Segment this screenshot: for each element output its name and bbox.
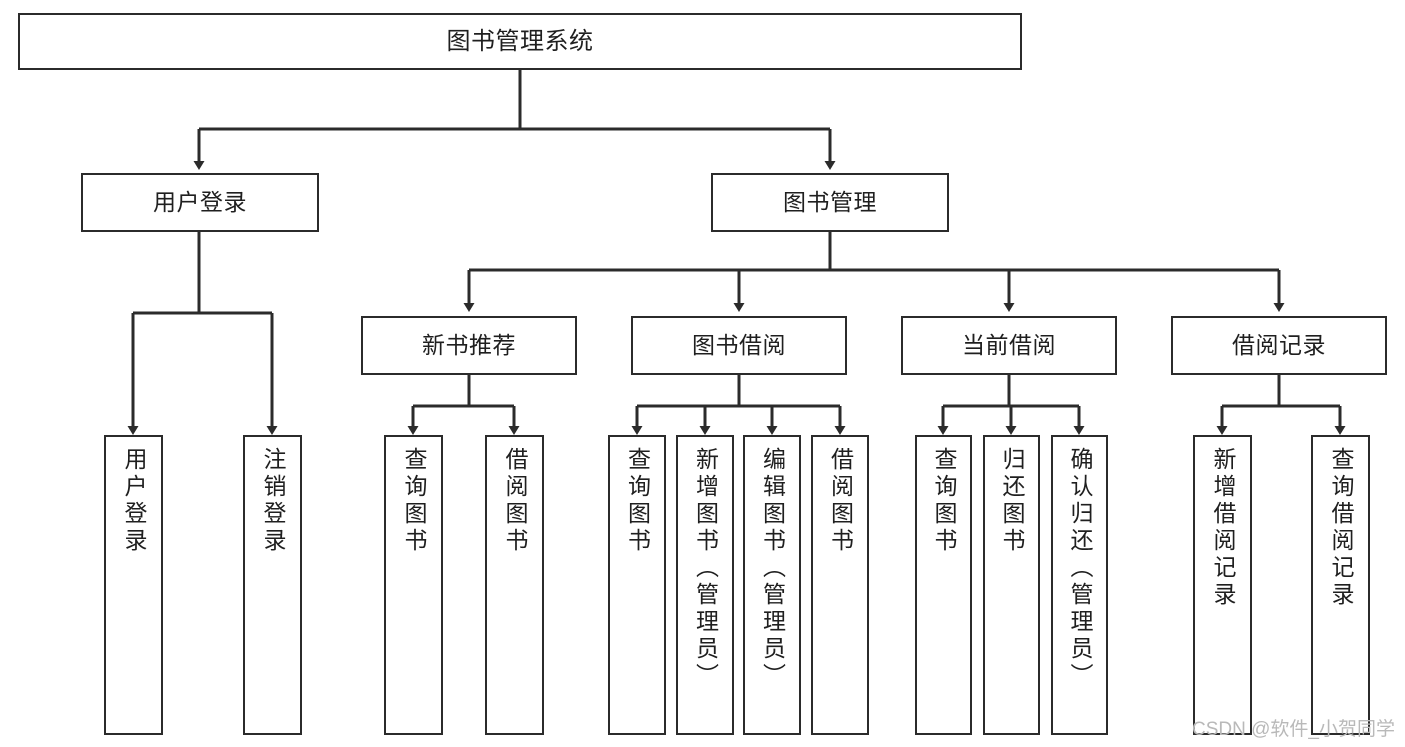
node-label: 新增图书（管理员） (692, 447, 719, 690)
node-label: 借阅记录 (1232, 332, 1326, 359)
node-label: 编辑图书（管理员） (759, 447, 786, 690)
node-label: 新增借阅记录 (1210, 447, 1236, 609)
node-label: 当前借阅 (962, 332, 1056, 359)
node-label: 借阅图书 (502, 447, 528, 555)
node-label: 图书借阅 (692, 332, 786, 359)
node-label: 图书管理系统 (446, 27, 594, 55)
node-label: 确认归还（管理员） (1067, 447, 1093, 690)
node-label: 查询图书 (931, 447, 957, 555)
leaf-borrow-record-add-record[interactable]: 新增借阅记录 (1193, 435, 1252, 735)
node-label: 用户登录 (121, 447, 147, 555)
node-label: 借阅图书 (827, 447, 854, 555)
node-new-book-recommend[interactable]: 新书推荐 (361, 316, 577, 375)
leaf-current-borrow-return-book[interactable]: 归还图书 (983, 435, 1040, 735)
leaf-user-login-logout[interactable]: 注销登录 (243, 435, 302, 735)
node-label: 新书推荐 (422, 332, 516, 359)
node-label: 查询图书 (401, 447, 427, 555)
leaf-book-borrow-edit-book-admin[interactable]: 编辑图书（管理员） (743, 435, 801, 735)
leaf-new-book-query-book[interactable]: 查询图书 (384, 435, 443, 735)
node-current-borrow[interactable]: 当前借阅 (901, 316, 1117, 375)
node-label: 查询图书 (624, 447, 651, 555)
node-book-management[interactable]: 图书管理 (711, 173, 949, 232)
node-label: 注销登录 (260, 447, 286, 555)
node-book-borrow[interactable]: 图书借阅 (631, 316, 847, 375)
leaf-current-borrow-confirm-return-admin[interactable]: 确认归还（管理员） (1051, 435, 1108, 735)
node-label: 归还图书 (999, 447, 1025, 555)
node-root-book-management-system[interactable]: 图书管理系统 (18, 13, 1022, 70)
leaf-new-book-borrow-book[interactable]: 借阅图书 (485, 435, 544, 735)
node-label: 用户登录 (153, 189, 247, 216)
leaf-book-borrow-borrow-book[interactable]: 借阅图书 (811, 435, 869, 735)
leaf-borrow-record-query-record[interactable]: 查询借阅记录 (1311, 435, 1370, 735)
node-label: 查询借阅记录 (1328, 447, 1354, 609)
leaf-current-borrow-query-book[interactable]: 查询图书 (915, 435, 972, 735)
leaf-user-login-login[interactable]: 用户登录 (104, 435, 163, 735)
node-borrow-record[interactable]: 借阅记录 (1171, 316, 1387, 375)
node-user-login[interactable]: 用户登录 (81, 173, 319, 232)
node-label: 图书管理 (783, 189, 877, 216)
csdn-watermark: CSDN @软件_小贺同学 (1192, 719, 1395, 740)
leaf-book-borrow-query-book[interactable]: 查询图书 (608, 435, 666, 735)
leaf-book-borrow-add-book-admin[interactable]: 新增图书（管理员） (676, 435, 734, 735)
